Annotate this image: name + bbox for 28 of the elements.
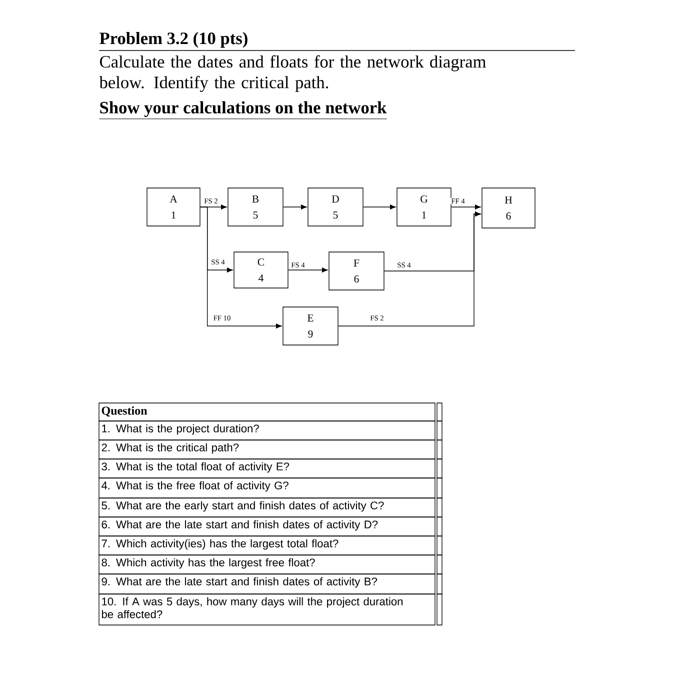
activity-box: B 5 [228, 188, 284, 226]
table-cell: 7. Which activity(ies) has the largest total float? [98, 536, 436, 556]
activity-box: E 9 [282, 306, 338, 346]
arrow [338, 212, 481, 326]
table-cell: 4. What is the free float of activity G? [98, 478, 436, 498]
table-cell: 5. What are the early start and finish dates of activity C? [98, 498, 436, 518]
activity-box: D 5 [308, 188, 364, 226]
arrow [283, 204, 307, 210]
table-cell: Question [98, 402, 436, 422]
table-cell: 1. What is the project duration? [98, 420, 436, 440]
activity-box: C 4 [234, 252, 288, 288]
table-cell: 10. If A was 5 days, how many days will the project duration be affected? [98, 594, 436, 626]
instructions: Calculate the dates and floats for the network diagram below. Identify the critical path. [99, 55, 486, 92]
activity-box: F 6 [328, 252, 384, 290]
activity-box: G 1 [396, 188, 452, 226]
arrow [200, 206, 282, 328]
table-cell: 6. What are the late start and finish dates of activity D? [98, 516, 436, 536]
activity-box: A 1 [146, 188, 200, 226]
arrow [363, 204, 396, 210]
table-cell: 2. What is the critical path? [98, 440, 436, 460]
activity-box: H 6 [482, 188, 536, 228]
instruction-heading: Show your calculations on the network [99, 101, 387, 120]
title: Problem 3.2 (10 pts) [100, 32, 248, 48]
table-cell: 9. What are the late start and finish dates of activity B? [98, 574, 436, 594]
table-cell: 3. What is the total float of activity E? [98, 458, 436, 478]
arrow [288, 268, 328, 272]
table-cell: 8. Which activity has the largest free float? [98, 554, 436, 574]
arrow [451, 204, 481, 210]
